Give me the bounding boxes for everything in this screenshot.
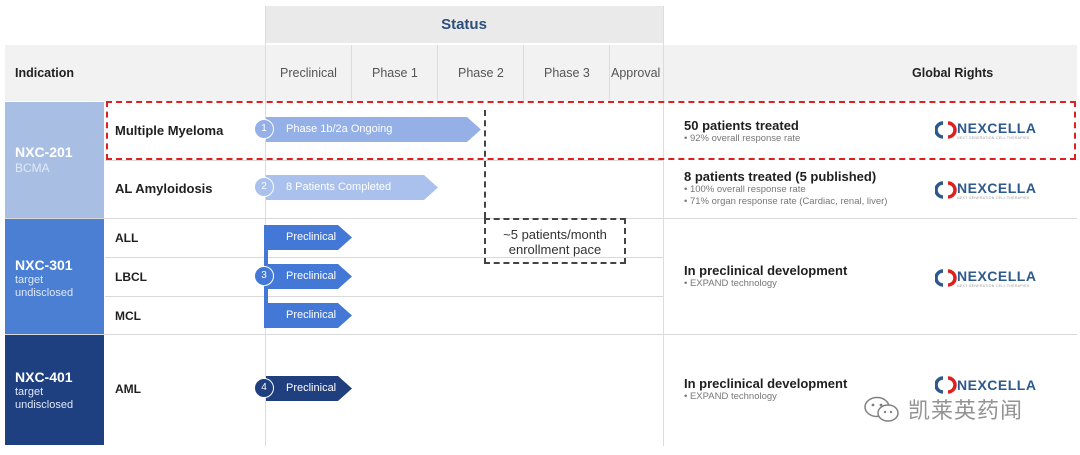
logo-wordmark: NEXCELLA xyxy=(957,268,1037,284)
logo-tagline: NEXT GENERATION CELL THERAPIES xyxy=(957,136,1030,140)
rights-bullet: • 71% organ response rate (Cardiac, rena… xyxy=(684,196,888,207)
progress-arrow-all: Preclinical xyxy=(266,225,352,250)
row-separator xyxy=(105,296,663,297)
rights-nxc-401: In preclinical development • EXPAND tech… xyxy=(684,376,847,403)
program-name: NXC-401 xyxy=(15,369,73,385)
logo-tagline: NEXT GENERATION CELL THERAPIES xyxy=(957,284,1030,288)
program-nxc-301: NXC-301 target undisclosed xyxy=(5,219,104,334)
phase-1-header: Phase 1 xyxy=(372,66,418,80)
nexcella-logo-icon xyxy=(935,269,957,287)
program-target: target undisclosed xyxy=(15,385,74,411)
progress-arrow-aml: Preclinical xyxy=(266,376,352,401)
rights-title: 8 patients treated (5 published) xyxy=(684,169,877,184)
program-target: BCMA xyxy=(15,160,50,175)
rights-bullet: • EXPAND technology xyxy=(684,278,777,289)
progress-label: Preclinical xyxy=(286,309,337,321)
status-band xyxy=(265,6,663,43)
logo-wordmark: NEXCELLA xyxy=(957,377,1037,393)
highlight-box-myeloma xyxy=(106,101,1076,160)
rights-title: In preclinical development xyxy=(684,263,848,278)
row-separator xyxy=(105,160,663,161)
progress-arrow-myeloma: Phase 1b/2a Ongoing xyxy=(266,117,481,142)
column-separator xyxy=(663,6,664,446)
global-rights-header: Global Rights xyxy=(912,66,994,80)
indication-mcl: MCL xyxy=(115,309,141,323)
rights-bullet: • EXPAND technology xyxy=(684,391,777,402)
rights-myeloma: 50 patients treated • 92% overall respon… xyxy=(684,118,800,145)
indication-lbcl: LBCL xyxy=(115,270,147,284)
row-separator xyxy=(105,257,663,258)
indication-multiple-myeloma: Multiple Myeloma xyxy=(115,123,224,138)
indication-header: Indication xyxy=(15,66,75,80)
status-title: Status xyxy=(441,16,487,33)
nexcella-logo: NEXCELLA NEXT GENERATION CELL THERAPIES xyxy=(935,268,1036,288)
watermark: 凯莱英药闻 xyxy=(862,393,1023,425)
phase-2-header: Phase 2 xyxy=(458,66,504,80)
rights-title: 50 patients treated xyxy=(684,118,799,133)
progress-label: Preclinical xyxy=(286,231,337,243)
dashed-phase-line xyxy=(484,110,486,218)
progress-label: 8 Patients Completed xyxy=(286,181,392,193)
program-nxc-201: NXC-201 BCMA xyxy=(5,102,104,218)
progress-label: Preclinical xyxy=(286,270,337,282)
program-name: NXC-201 xyxy=(15,144,73,160)
program-nxc-401: NXC-401 target undisclosed xyxy=(5,335,104,445)
header-bar xyxy=(5,45,1077,101)
nexcella-logo: NEXCELLA NEXT GENERATION CELL THERAPIES xyxy=(935,120,1036,140)
progress-arrow-mcl: Preclinical xyxy=(266,303,352,328)
column-separator xyxy=(351,45,352,101)
enrollment-note-line1: ~5 patients/month xyxy=(503,227,607,242)
rights-title: In preclinical development xyxy=(684,376,848,391)
progress-label: Phase 1b/2a Ongoing xyxy=(286,123,393,135)
nexcella-logo-icon xyxy=(935,181,957,199)
indication-all: ALL xyxy=(115,231,139,245)
rights-nxc-301: In preclinical development • EXPAND tech… xyxy=(684,263,847,290)
step-number-badge: 4 xyxy=(254,378,274,398)
logo-tagline: NEXT GENERATION CELL THERAPIES xyxy=(957,196,1030,200)
enrollment-pace-note: ~5 patients/month enrollment pace xyxy=(484,218,626,264)
column-separator xyxy=(523,45,524,101)
indication-al-amyloidosis: AL Amyloidosis xyxy=(115,181,213,196)
step-number-badge: 3 xyxy=(254,266,274,286)
phase-preclinical-header: Preclinical xyxy=(280,66,337,80)
progress-label: Preclinical xyxy=(286,382,337,394)
progress-arrow-amyloidosis: 8 Patients Completed xyxy=(266,175,438,200)
progress-arrow-lbcl: Preclinical xyxy=(266,264,352,289)
rights-amyloidosis: 8 patients treated (5 published) • 100% … xyxy=(684,169,887,208)
phase-3-header: Phase 3 xyxy=(544,66,590,80)
rights-bullet: • 92% overall response rate xyxy=(684,133,801,144)
nexcella-logo: NEXCELLA NEXT GENERATION CELL THERAPIES xyxy=(935,180,1036,200)
column-separator xyxy=(609,45,610,101)
rights-bullet: • 100% overall response rate xyxy=(684,184,806,195)
step-number-badge: 2 xyxy=(254,177,274,197)
enrollment-note-line2: enrollment pace xyxy=(508,242,602,257)
column-separator xyxy=(437,45,438,101)
nexcella-logo-icon xyxy=(935,121,957,139)
watermark-text: 凯莱英药闻 xyxy=(908,399,1024,424)
nexcella-logo-icon xyxy=(935,376,957,394)
step-number-badge: 1 xyxy=(254,119,274,139)
row-separator xyxy=(5,334,1077,335)
program-target: target undisclosed xyxy=(15,273,74,299)
program-name: NXC-301 xyxy=(15,257,73,273)
wechat-icon xyxy=(864,396,899,422)
nexcella-logo: NEXCELLA xyxy=(935,376,1036,394)
logo-wordmark: NEXCELLA xyxy=(957,120,1037,136)
logo-wordmark: NEXCELLA xyxy=(957,180,1037,196)
approval-header: Approval xyxy=(611,66,661,80)
indication-aml: AML xyxy=(115,382,141,396)
